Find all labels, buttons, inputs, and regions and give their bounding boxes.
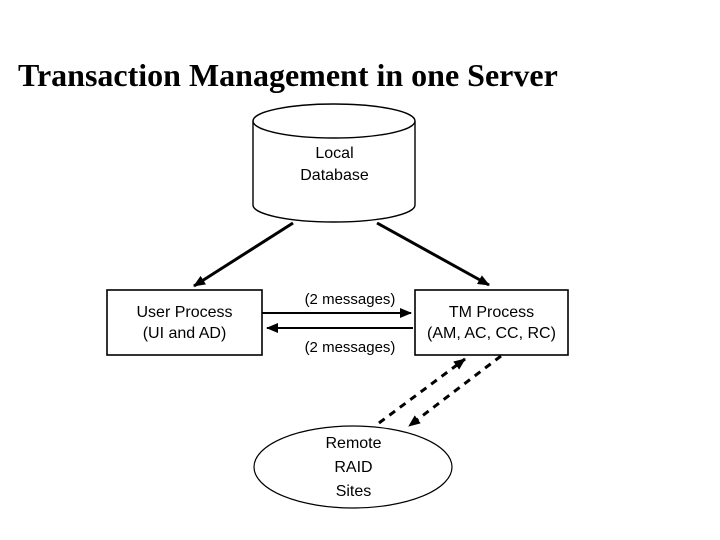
local-database-cylinder (252, 103, 416, 223)
arrow-db-to-user-process (193, 221, 294, 288)
dashed-arrow-raid-to-tm (378, 357, 466, 425)
remote-raid-sites-ellipse (253, 425, 453, 509)
user-process-label-line2: (UI and AD) (142, 324, 227, 342)
tm-process-box (414, 289, 569, 356)
remote-raid-sites-label-line2: RAID (334, 459, 373, 476)
user-process-box (106, 289, 263, 356)
dashed-arrow-tm-to-raid (408, 354, 502, 428)
tm-process-label-line2: (AM, AC, CC, RC) (427, 324, 556, 342)
local-database-label-line2: Database (300, 167, 369, 184)
messages-top-label: (2 messages) (304, 291, 396, 308)
remote-raid-sites-label-line1: Remote (325, 435, 382, 452)
user-process-label: User Process (UI and AD) (107, 290, 262, 355)
remote-raid-sites-label-line3: Sites (335, 483, 372, 500)
tm-process-label: TM Process (AM, AC, CC, RC) (415, 290, 568, 355)
arrow-db-to-tm-process (376, 221, 490, 287)
messages-bottom-label: (2 messages) (304, 339, 396, 356)
local-database-label-line1: Local (315, 145, 354, 162)
user-process-label-line1: User Process (136, 303, 233, 321)
local-database-label: Local Database (254, 143, 415, 187)
remote-raid-sites-label: Remote RAID Sites (255, 432, 452, 504)
slide-title: Transaction Management in one Server (18, 57, 558, 93)
tm-process-label-line1: TM Process (448, 303, 535, 321)
